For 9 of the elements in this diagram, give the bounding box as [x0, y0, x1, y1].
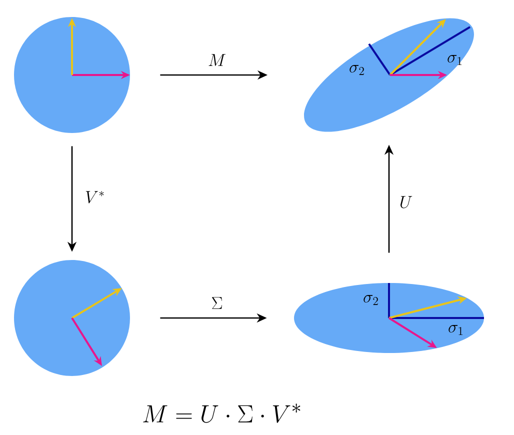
edge-label: $V^*$ [86, 191, 104, 204]
axis-label: $\sigma_1$ [448, 324, 463, 335]
edge-label: $M$ [208, 54, 226, 66]
axis-label: $\sigma_2$ [350, 64, 364, 75]
formula: $M = U \cdot \Sigma \cdot V^*$ [143, 404, 300, 423]
axis-label: $\sigma_2$ [364, 294, 378, 305]
edge-label: $U$ [400, 196, 412, 208]
axis-label: $\sigma_1$ [448, 54, 462, 65]
edge-label: $\Sigma$ [212, 297, 222, 309]
